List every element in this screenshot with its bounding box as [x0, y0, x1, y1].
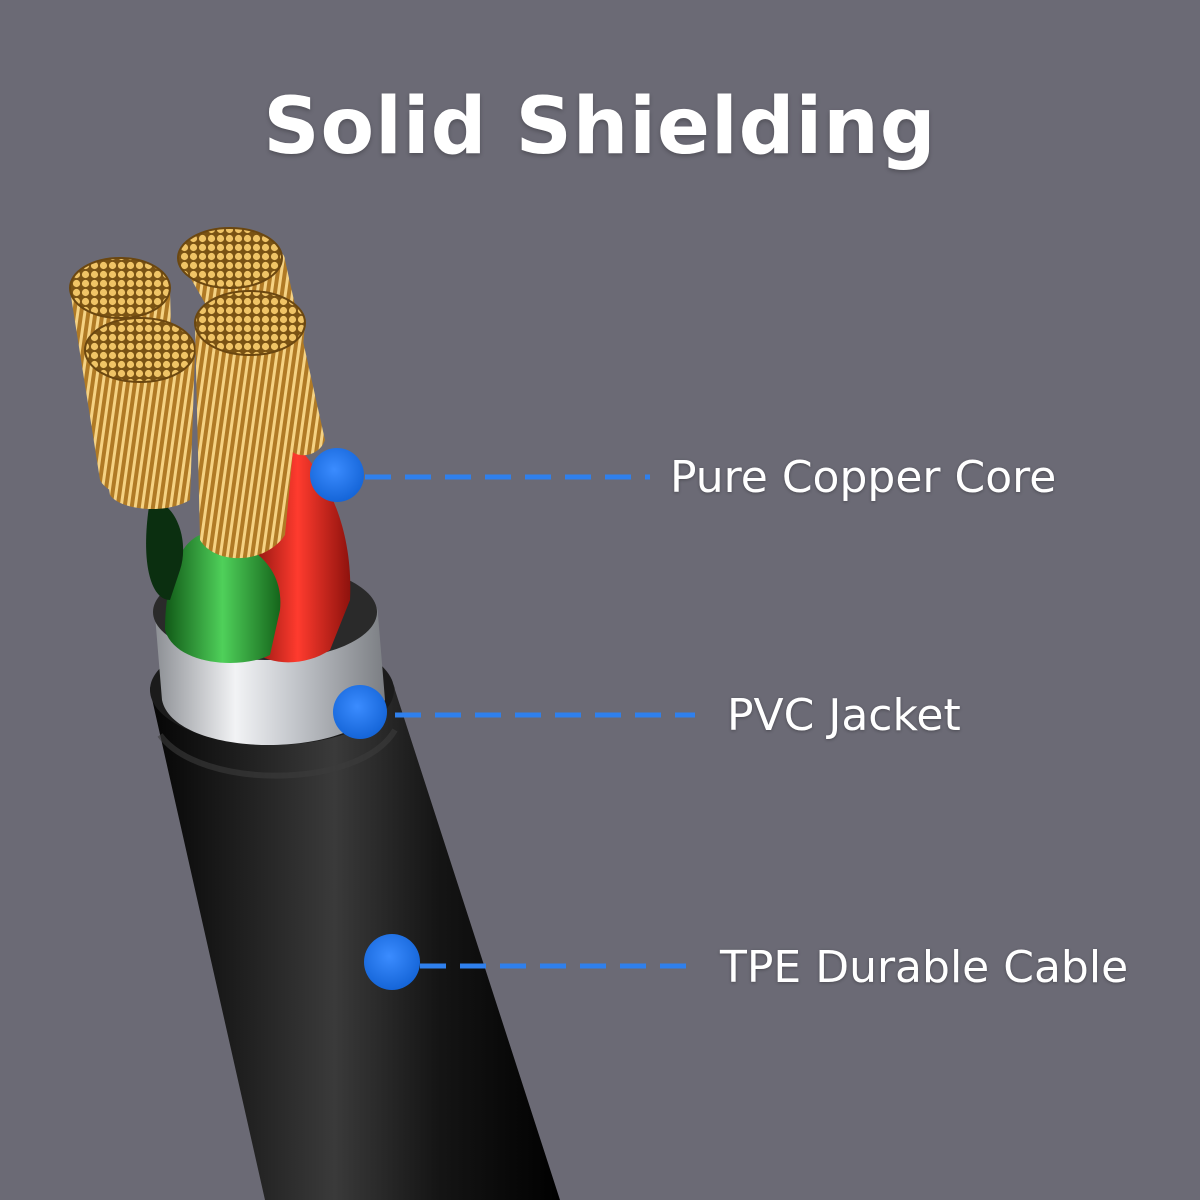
callout-label-copper-core: Pure Copper Core	[670, 452, 1057, 503]
copper-cores	[69, 227, 325, 559]
callout-pvc-marker	[333, 685, 695, 739]
callout-label-pvc-jacket: PVC Jacket	[727, 690, 961, 741]
page-title: Solid Shielding	[263, 82, 937, 172]
callout-copper-marker	[310, 448, 650, 502]
callout-tpe-marker	[364, 934, 690, 990]
callout-label-tpe-cable: TPE Durable Cable	[720, 942, 1129, 993]
